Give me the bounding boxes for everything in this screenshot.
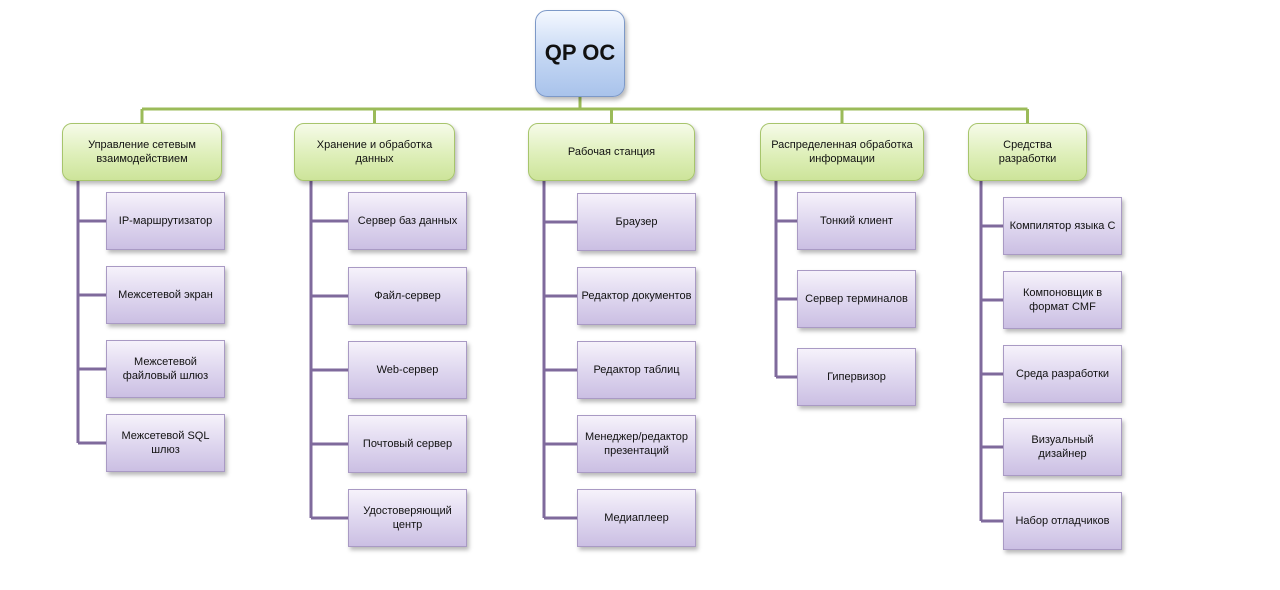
item-node: Компилятор языка С <box>1003 197 1122 255</box>
item-node: Межсетевой экран <box>106 266 225 324</box>
category-node: Рабочая станция <box>528 123 695 181</box>
item-node: Удостоверяющий центр <box>348 489 467 547</box>
item-node: Компоновщик в формат CMF <box>1003 271 1122 329</box>
item-node: Файл-сервер <box>348 267 467 325</box>
item-node: Среда разработки <box>1003 345 1122 403</box>
item-node: Визуальный дизайнер <box>1003 418 1122 476</box>
category-node: Распределенная обработка информации <box>760 123 924 181</box>
item-node: Редактор таблиц <box>577 341 696 399</box>
item-node: Сервер баз данных <box>348 192 467 250</box>
category-node: Средства разработки <box>968 123 1087 181</box>
item-node: Гипервизор <box>797 348 916 406</box>
item-node: Медиаплеер <box>577 489 696 547</box>
item-node: Почтовый сервер <box>348 415 467 473</box>
item-node: Сервер терминалов <box>797 270 916 328</box>
category-node: Хранение и обработка данных <box>294 123 455 181</box>
category-node: Управление сетевым взаимодействием <box>62 123 222 181</box>
item-node: Редактор документов <box>577 267 696 325</box>
item-node: IP-маршрутизатор <box>106 192 225 250</box>
root-node: QP OC <box>535 10 625 97</box>
item-node: Менеджер/редактор презентаций <box>577 415 696 473</box>
item-node: Межсетевой SQL шлюз <box>106 414 225 472</box>
item-node: Межсетевой файловый шлюз <box>106 340 225 398</box>
item-node: Тонкий клиент <box>797 192 916 250</box>
item-node: Набор отладчиков <box>1003 492 1122 550</box>
item-node: Web-сервер <box>348 341 467 399</box>
item-node: Браузер <box>577 193 696 251</box>
